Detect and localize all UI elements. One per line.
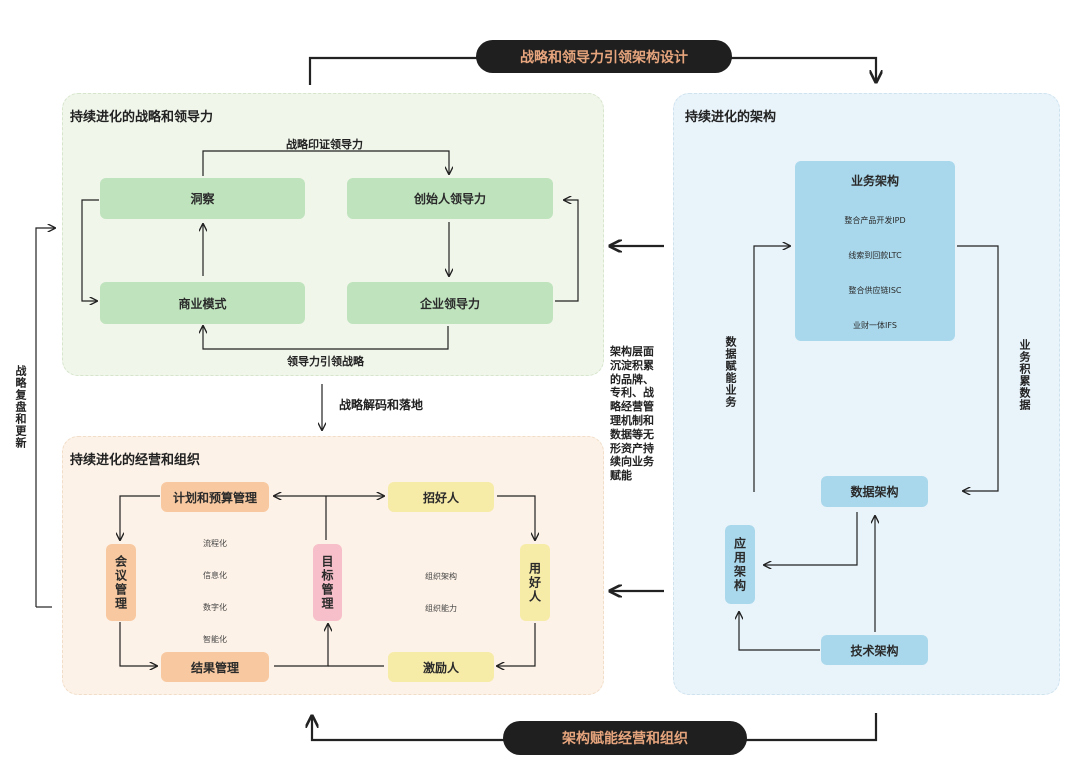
plan-budget-box: 计划和预算管理 [161, 482, 269, 512]
insight-box: 洞察 [100, 178, 305, 219]
business-architecture-item-0: 整合产品开发IPD [844, 216, 906, 225]
business-architecture-item-1: 线索到回款LTC [848, 251, 902, 260]
strategy-bottom-label: 领导力引领战略 [287, 355, 364, 368]
data-architecture-box: 数据架构 [821, 476, 928, 507]
technology-architecture-box: 技术架构 [821, 635, 928, 665]
ops-left-item-2: 数字化 [203, 603, 227, 612]
target-management-box: 目标管理 [313, 544, 342, 621]
application-architecture-box: 应用架构 [725, 525, 755, 604]
business-model-box: 商业模式 [100, 282, 305, 324]
founder-leadership-box: 创始人领导力 [347, 178, 553, 219]
bottom-pill: 架构赋能经营和组织 [503, 721, 747, 755]
use-people-box: 用好人 [520, 544, 550, 621]
enterprise-leadership-box: 企业领导力 [347, 282, 553, 324]
business-architecture-item-3: 业财一体IFS [853, 321, 897, 330]
business-architecture-item-2: 整合供应链ISC [848, 286, 902, 295]
ops-right-items: 组织架构组织能力 [425, 561, 457, 625]
ops-right-item-1: 组织能力 [425, 604, 457, 613]
middle-description: 架构层面沉淀积累的品牌、专利、战略经营管理机制和数据等无形资产持续向业务赋能 [610, 345, 654, 483]
middle-text-line-8: 续向业务 [610, 455, 654, 469]
recruit-box: 招好人 [388, 482, 494, 512]
result-management-box: 结果管理 [161, 652, 269, 682]
operations-title: 持续进化的经营和组织 [70, 453, 201, 468]
business-accumulates-data-label: 业务积累数据 [1018, 339, 1031, 411]
middle-text-line-9: 赋能 [610, 469, 632, 483]
business-architecture-items: 整合产品开发IPD 线索到回款LTC 整合供应链ISC 业财一体IFS [795, 203, 955, 343]
decode-label: 战略解码和落地 [339, 398, 424, 412]
strategy-top-label: 战略印证领导力 [286, 138, 363, 151]
middle-text-line-2: 的品牌、 [610, 372, 654, 386]
ops-left-items: 流程化信息化数字化智能化 [203, 528, 227, 656]
middle-text-line-3: 专利、战 [610, 386, 654, 400]
strategy-panel [62, 93, 604, 376]
ops-left-item-1: 信息化 [203, 571, 227, 580]
data-empowers-business-label: 数据赋能业务 [724, 336, 737, 408]
left-side-label: 战略复盘和更新 [14, 365, 27, 449]
motivate-box: 激励人 [388, 652, 494, 682]
middle-text-line-0: 架构层面 [610, 345, 654, 358]
top-pill: 战略和领导力引领架构设计 [476, 40, 732, 73]
ops-left-item-0: 流程化 [203, 539, 227, 548]
middle-text-line-1: 沉淀积累 [610, 358, 654, 372]
strategy-title: 持续进化的战略和领导力 [70, 110, 214, 125]
ops-right-item-0: 组织架构 [425, 572, 457, 581]
middle-text-line-6: 数据等无 [610, 427, 654, 441]
business-architecture-title: 业务架构 [850, 174, 899, 188]
ops-left-item-3: 智能化 [203, 635, 227, 644]
business-architecture-box: 业务架构 整合产品开发IPD 线索到回款LTC 整合供应链ISC 业财一体IFS [795, 161, 955, 341]
meeting-management-box: 会议管理 [106, 544, 136, 621]
middle-text-line-4: 略经营管 [610, 400, 654, 414]
architecture-title: 持续进化的架构 [685, 110, 777, 125]
middle-text-line-5: 理机制和 [610, 413, 654, 427]
middle-text-line-7: 形资产持 [610, 441, 654, 455]
